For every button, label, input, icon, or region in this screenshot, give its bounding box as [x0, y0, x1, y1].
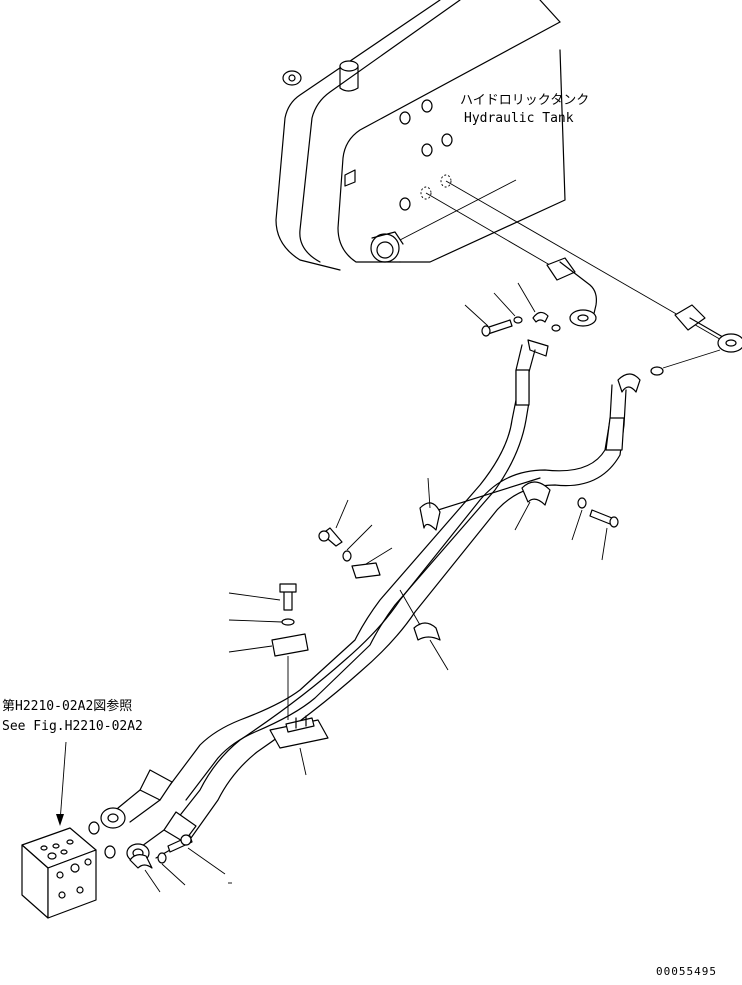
o-ring-lower-1 [88, 821, 100, 835]
tank-label-jp: ハイドロリックタンク [460, 93, 590, 108]
bolt-lower [167, 834, 193, 853]
figure-reference-en: See Fig.H2210-02A2 [2, 719, 143, 734]
return-flange-fitting [674, 304, 742, 353]
clamp-center-upper [419, 502, 441, 531]
clamp-center-lower [413, 622, 441, 641]
washer-lower [157, 852, 167, 864]
bracket-plate [269, 715, 329, 749]
o-ring-lower-2 [104, 845, 116, 859]
clamp-plate-center [351, 562, 381, 579]
washer-right [577, 497, 587, 509]
return-hose [126, 373, 641, 863]
suction-hose [100, 339, 549, 829]
o-ring [650, 366, 664, 376]
clamp-left [271, 633, 309, 657]
drawing-number: 00055495 [656, 965, 717, 978]
clamp-right [521, 481, 551, 506]
split-flange-lower [129, 854, 153, 869]
bolt-left [279, 583, 297, 611]
washer-upper [513, 316, 523, 324]
hydraulic-tank [275, 0, 566, 271]
suction-flange-fitting [546, 257, 597, 327]
washer-center [342, 550, 352, 562]
bolt-right [589, 509, 619, 528]
bolt-center [318, 527, 343, 547]
figure-reference-jp: 第H2210-02A2図参照 [2, 699, 133, 714]
o-ring-upper [551, 324, 561, 332]
washer-left [281, 618, 295, 626]
pump-block [21, 827, 97, 919]
tank-label-en: Hydraulic Tank [464, 111, 574, 126]
split-flange-upper [532, 311, 549, 323]
bolt-upper [481, 319, 513, 337]
